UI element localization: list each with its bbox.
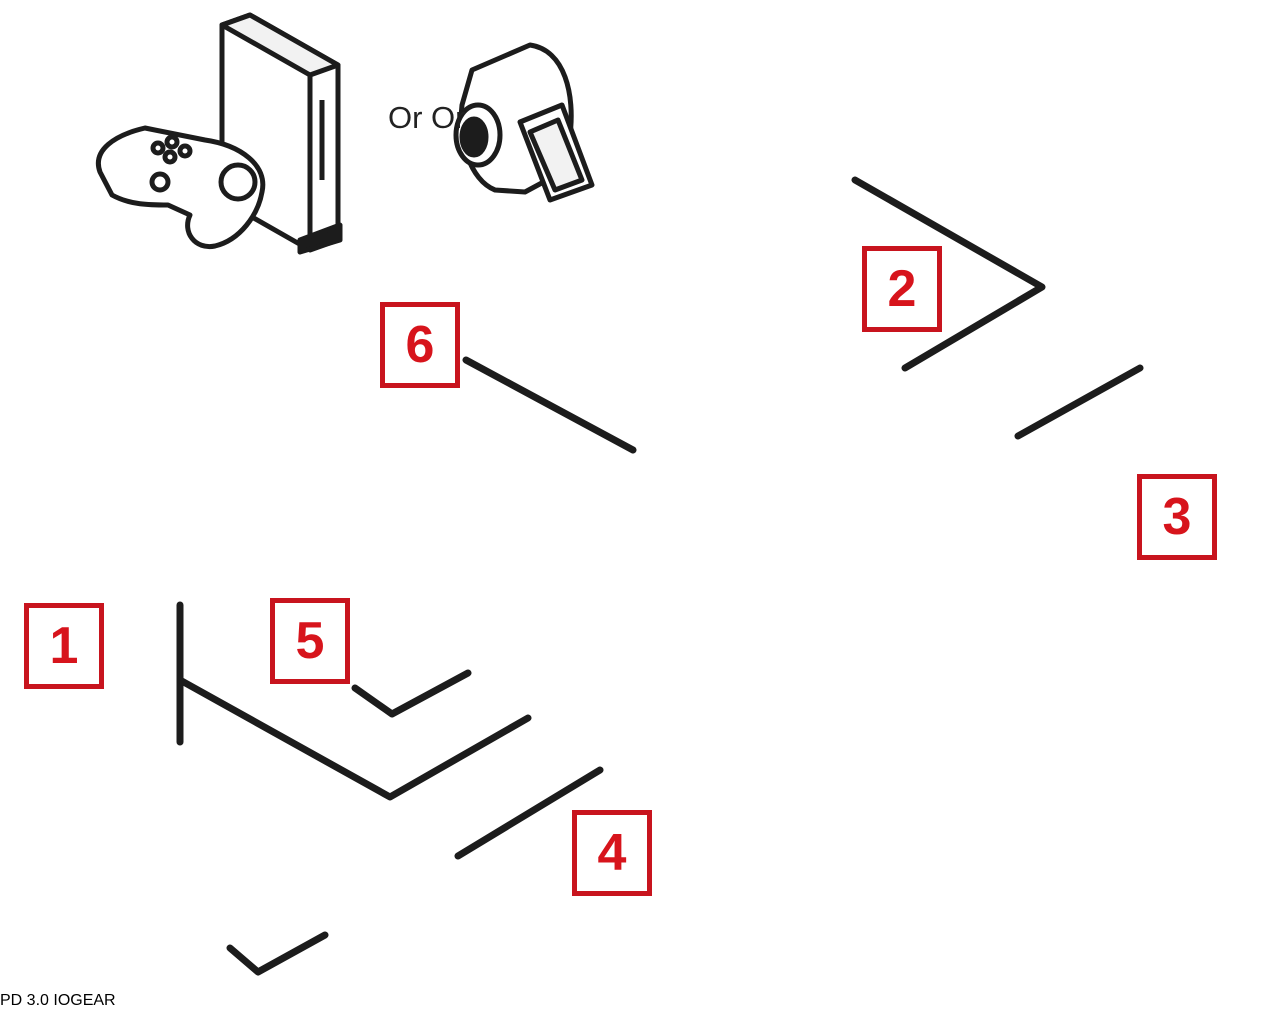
- connection-diagram: PD 3.0 IOGEAR Or Or 1 2 3 4 5 6: [0, 12, 1217, 1009]
- cable-camera: [851, 176, 1046, 372]
- cable-charger: [226, 931, 329, 976]
- cable-power-button: [462, 356, 637, 454]
- callout-1: 1: [24, 603, 104, 689]
- or-text: Or Or: [388, 100, 466, 135]
- cable-host: [176, 676, 532, 801]
- callout-2: 2: [862, 246, 942, 332]
- callout-5: 5: [270, 598, 350, 684]
- cable-monitor: [1014, 364, 1144, 440]
- diagram-canvas: [96, 12, 1144, 976]
- game-console-icon: [96, 12, 343, 255]
- pd-label: PD 3.0: [0, 992, 49, 1009]
- cable-port5: [351, 669, 472, 718]
- callout-4: 4: [572, 810, 652, 896]
- brand-logo: IOGEAR: [53, 992, 116, 1009]
- callout-6: 6: [380, 302, 460, 388]
- cable-pd: [454, 766, 604, 860]
- callout-3: 3: [1137, 474, 1217, 560]
- camcorder-icon: [453, 42, 595, 203]
